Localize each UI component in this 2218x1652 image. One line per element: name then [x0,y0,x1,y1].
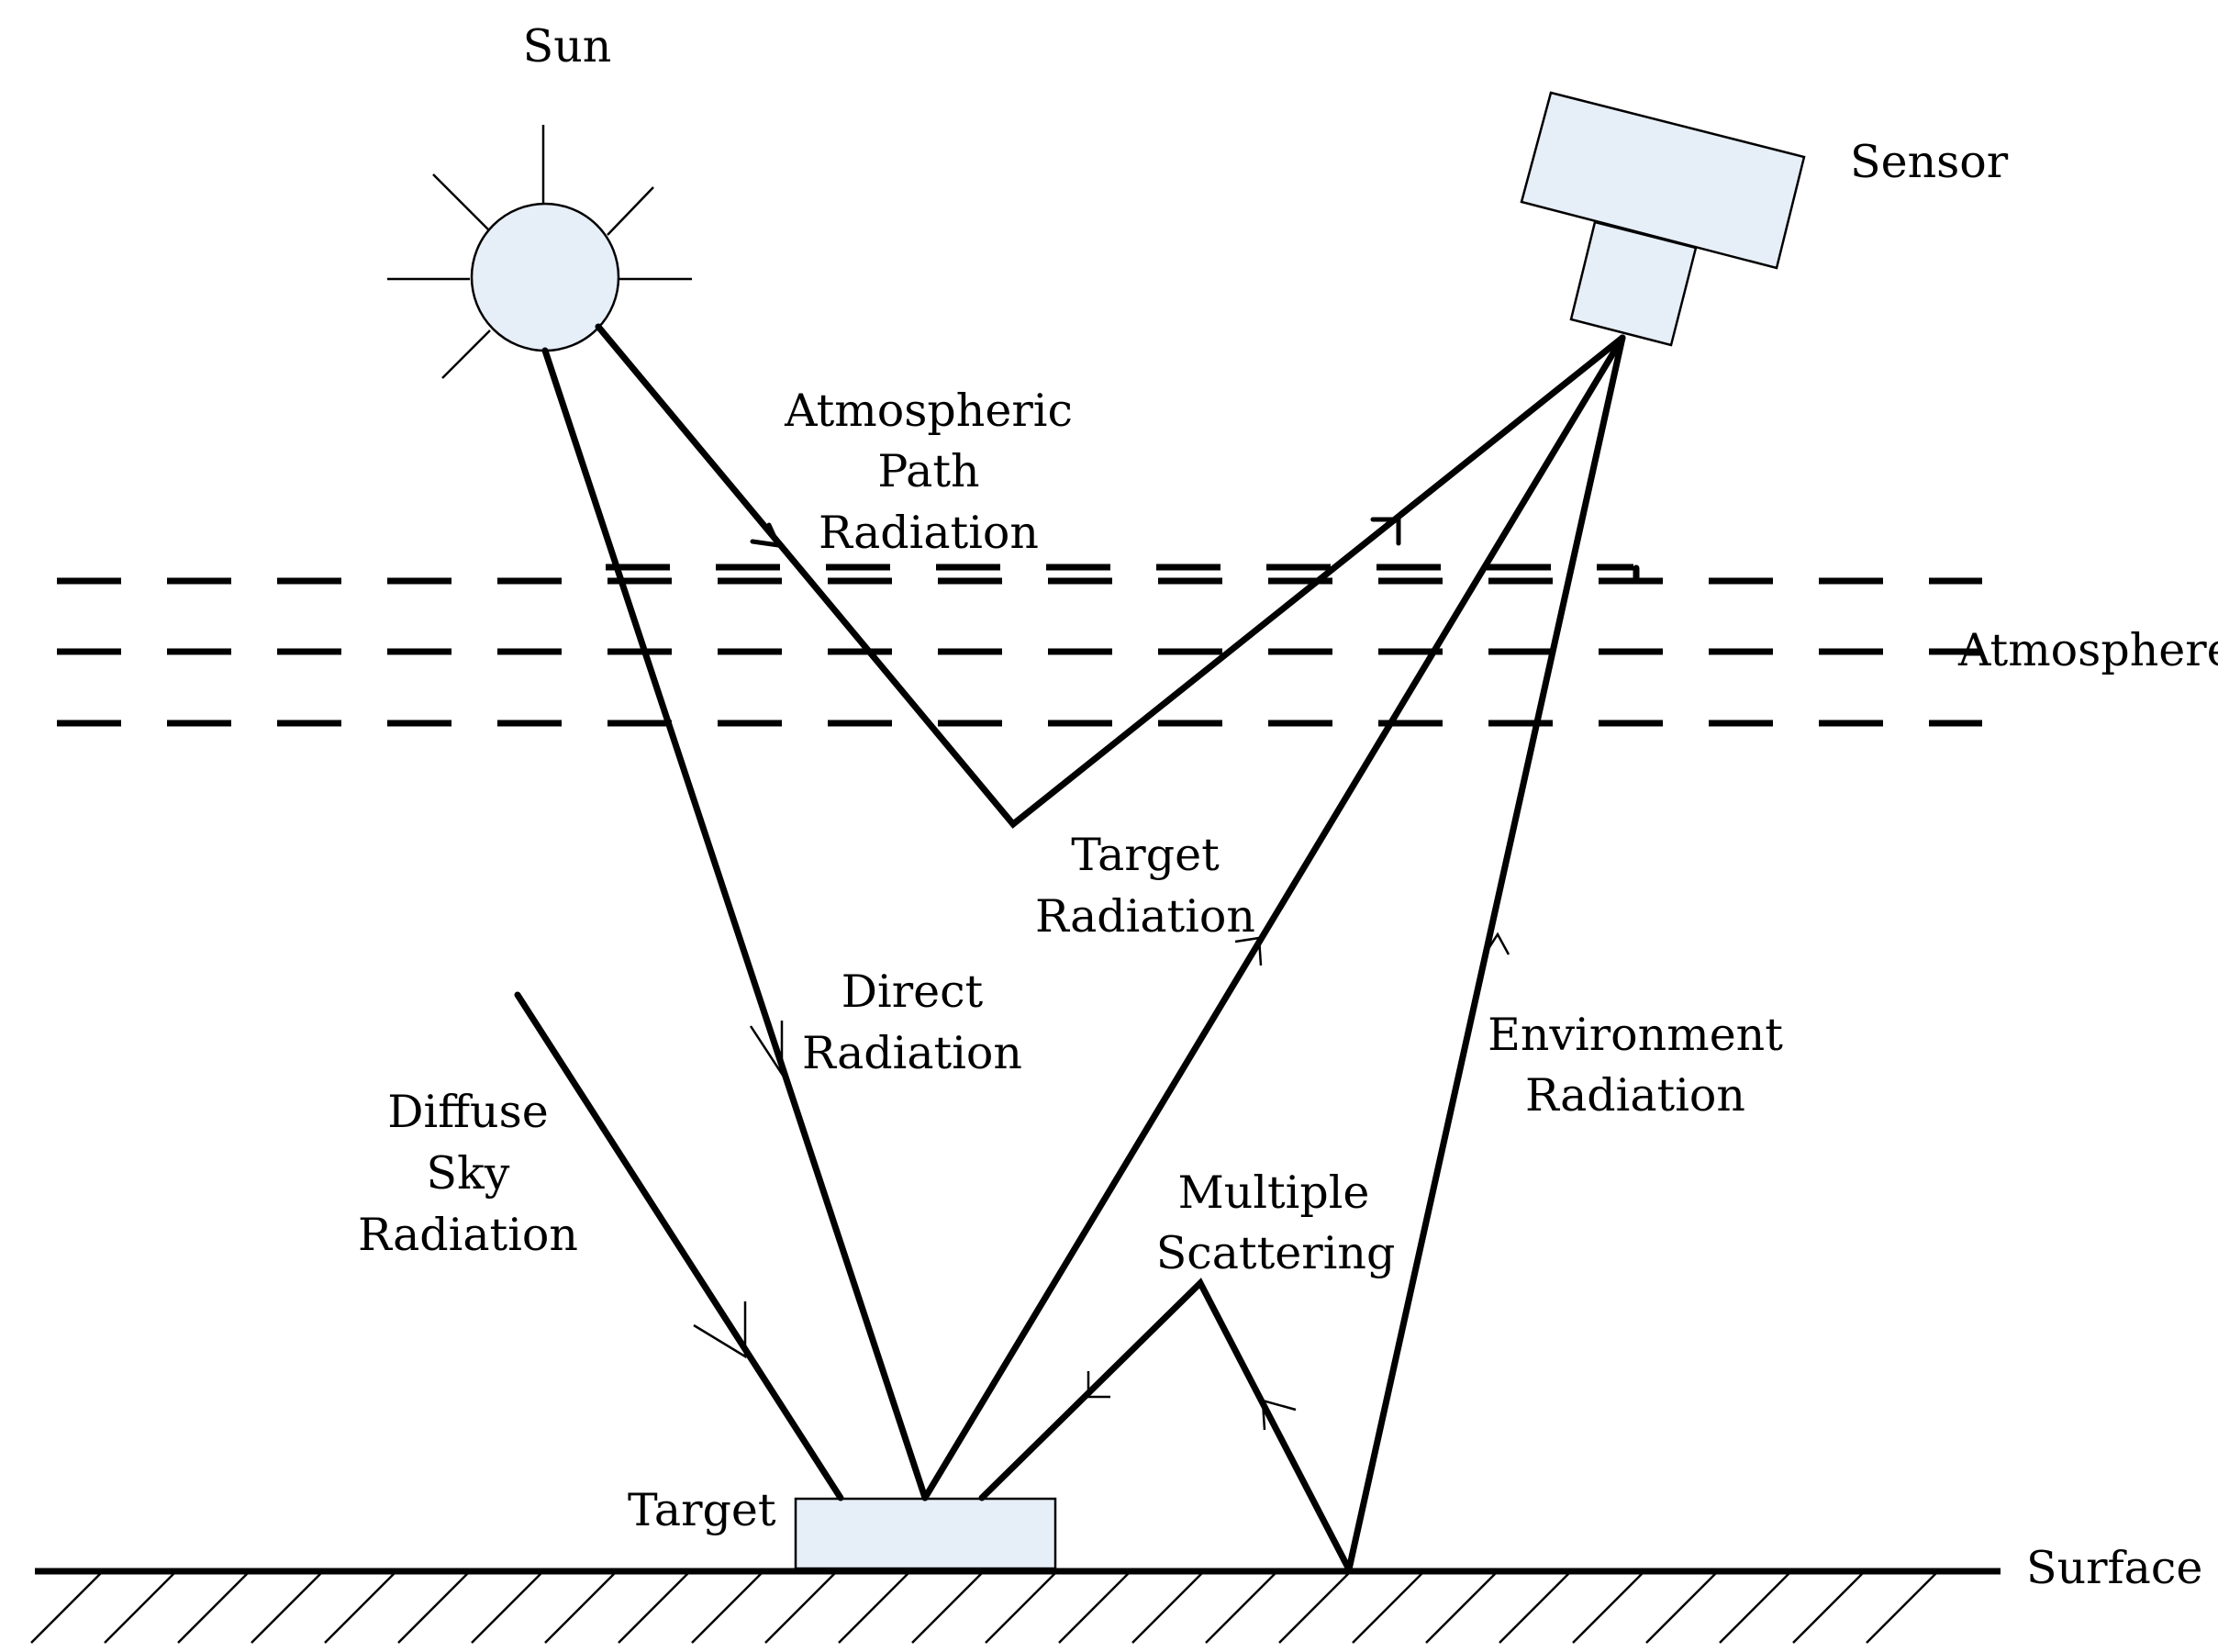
surface-hatch [471,1572,542,1644]
surface-hatch [1058,1572,1130,1644]
surface-hatch [397,1572,469,1644]
surface-hatch [1425,1572,1497,1644]
surface-hatch [764,1572,836,1644]
surface-hatch [618,1572,689,1644]
surface-hatch [691,1572,763,1644]
sun-label: Sun [523,20,612,73]
direct-radiation-label-1: Direct [842,966,984,1018]
surface-hatch [1572,1572,1644,1644]
surface-hatch [544,1572,616,1644]
arrow-direct [749,1021,784,1078]
surface-hatch [985,1572,1056,1644]
surface-hatch [1645,1572,1717,1644]
surface-hatch [1499,1572,1570,1644]
surface-hatch [911,1572,983,1644]
surface-ground [30,1568,2001,1644]
diffuse-sky-label-2: Sky [427,1147,510,1200]
surface-hatch [30,1572,102,1644]
target-box [794,1497,1057,1570]
arrow-atmospheric-down [750,522,783,549]
surface-hatch [1278,1572,1350,1644]
arrow-diffuse [693,1301,747,1359]
atmosphere-layers [57,564,1982,727]
diffuse-sky-label-1: Diffuse [387,1086,548,1138]
surface-hatch [1131,1572,1203,1644]
environment-radiation-label-1: Environment [1488,1009,1783,1061]
radiation-rays [514,323,1626,1573]
arrow-multiple-right [1261,1399,1297,1431]
target-radiation-label-2: Radiation [1035,890,1255,943]
arrow-target-up [1234,936,1263,966]
surface-hatch [1866,1572,1937,1644]
diffuse-sky-label-3: Radiation [358,1209,578,1261]
atmospheric-path-ray [595,323,1626,829]
atmospheric-path-label-1: Atmospheric [784,385,1073,437]
direct-radiation-label-2: Radiation [802,1027,1022,1079]
atmosphere-label: Atmosphere [1957,624,2218,676]
surface-hatch [1205,1572,1276,1644]
surface-label: Surface [2026,1542,2202,1594]
surface-hatch [1352,1572,1423,1644]
multiple-scattering-label-1: Multiple [1178,1166,1370,1219]
environment-radiation-label-2: Radiation [1525,1069,1745,1122]
sensor-label: Sensor [1850,136,2009,188]
sensor-icon [1520,91,1806,347]
atmospheric-path-label-2: Path [877,445,979,497]
target-radiation-label-1: Target [1071,829,1220,881]
surface-hatch [1719,1572,1790,1644]
surface-hatch [838,1572,909,1644]
atmospheric-path-label-3: Radiation [819,507,1039,559]
surface-hatch [324,1572,396,1644]
diffuse-sky-ray [514,991,844,1501]
arrow-environment-up [1483,932,1510,955]
surface-hatch [251,1572,322,1644]
surface-hatch [104,1572,175,1644]
surface-hatch [1792,1572,1864,1644]
sun-icon [387,125,692,379]
target-label: Target [628,1484,776,1536]
multiple-scattering-ray [978,1278,1353,1573]
arrow-multiple-left [1087,1371,1110,1399]
direct-radiation-ray [541,347,929,1501]
surface-hatch [177,1572,249,1644]
multiple-scattering-label-2: Scattering [1156,1227,1396,1279]
arrowheads [693,517,1510,1431]
target-radiation-ray [921,334,1626,1501]
arrow-atmospheric-up [1370,517,1401,546]
